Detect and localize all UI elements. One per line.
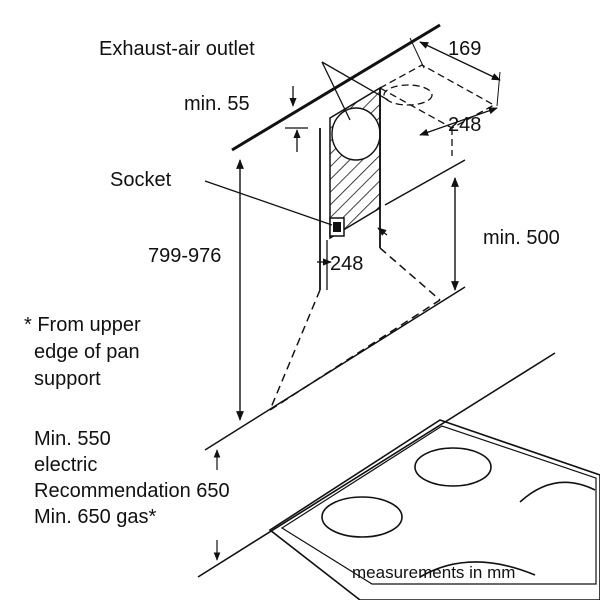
label-169: 169: [448, 38, 481, 60]
upper-reference-line: [384, 159, 466, 206]
units-note: measurements in mm: [352, 563, 515, 582]
socket-inner: [333, 222, 341, 232]
leader-exhaust-outlet-2: [321, 61, 389, 101]
label-min-55: min. 55: [184, 93, 250, 115]
req-line-3: Recommendation 650: [34, 480, 230, 502]
exhaust-opening: [331, 107, 381, 161]
dimension-169-ext-a: [409, 37, 425, 69]
req-line-1: Min. 550: [34, 428, 111, 450]
note-line-2: edge of pan: [34, 341, 140, 363]
dimension-248-front-right: [377, 227, 388, 236]
dimension-248-top: [419, 107, 498, 136]
req-line-2: electric: [34, 454, 97, 476]
note-line-1: * From upper: [24, 314, 141, 336]
note-line-3: support: [34, 368, 101, 390]
dimension-169: [419, 41, 501, 81]
label-min-500: min. 500: [483, 227, 560, 249]
cooktop: [197, 352, 600, 601]
leader-socket: [204, 180, 333, 226]
dimension-169-ext-b: [496, 71, 501, 107]
label-799-976: 799-976: [148, 245, 221, 267]
label-248-top: 248: [448, 114, 481, 136]
req-line-4: Min. 650 gas*: [34, 506, 157, 528]
label-exhaust-outlet: Exhaust-air outlet: [99, 38, 255, 60]
label-248-front: 248: [330, 253, 363, 275]
outlet-box-outline: [378, 64, 496, 156]
ceiling-line: [231, 23, 441, 152]
leader-exhaust-outlet: [321, 61, 351, 121]
label-socket: Socket: [110, 169, 172, 191]
hood-bottom-line: [204, 286, 466, 451]
